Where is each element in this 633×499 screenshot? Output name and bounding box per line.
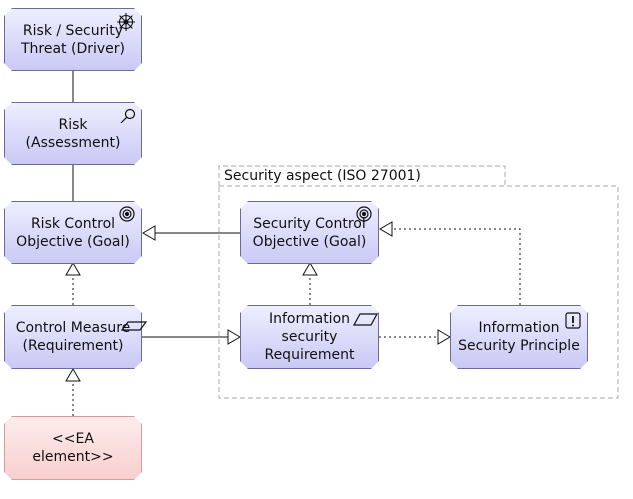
arrowhead-isr-sco [302,262,318,276]
node-label: Security Control Objective (Goal) [252,215,367,250]
arrowhead-ea-measure [65,368,81,382]
node-ea-element[interactable]: <<EA element>> [4,416,142,480]
arrowhead-isr-cm [227,329,241,345]
arrowhead-principle-sco [379,221,393,237]
goal-target-icon [119,206,135,222]
node-label: Risk / Security Threat (Driver) [20,22,125,57]
arrowhead-isr-principle [437,329,451,345]
node-label: Risk Control Objective (Goal) [16,215,130,250]
node-label: Control Measure (Requirement) [15,320,131,354]
arrowhead-sco-rco [142,225,156,241]
principle-exclamation-icon [565,312,581,329]
node-risk-assessment[interactable]: Risk (Assessment) [4,102,142,165]
magnifier-icon [120,108,136,124]
node-risk-control-objective[interactable]: Risk Control Objective (Goal) [4,201,142,264]
node-label: Information security Requirement [264,311,355,363]
node-information-security-requirement[interactable]: Information security Requirement [240,305,379,369]
node-control-measure[interactable]: Control Measure (Requirement) [4,305,142,369]
node-label: Information Security Principle [458,320,580,354]
goal-target-icon [356,206,372,222]
requirement-parallelogram-icon [352,313,379,326]
node-label: <<EA element>> [32,431,114,465]
requirement-parallelogram-icon [120,321,148,331]
arrowhead-measure-objective [65,262,81,276]
node-risk-threat[interactable]: Risk / Security Threat (Driver) [4,8,142,71]
node-label: Risk (Assessment) [25,116,121,151]
node-information-security-principle[interactable]: Information Security Principle [450,305,588,369]
node-security-control-objective[interactable]: Security Control Objective (Goal) [240,201,379,264]
package-label: Security aspect (ISO 27001) [224,168,421,184]
driver-wheel-icon [117,13,135,31]
realization-principle-sco [392,228,521,305]
